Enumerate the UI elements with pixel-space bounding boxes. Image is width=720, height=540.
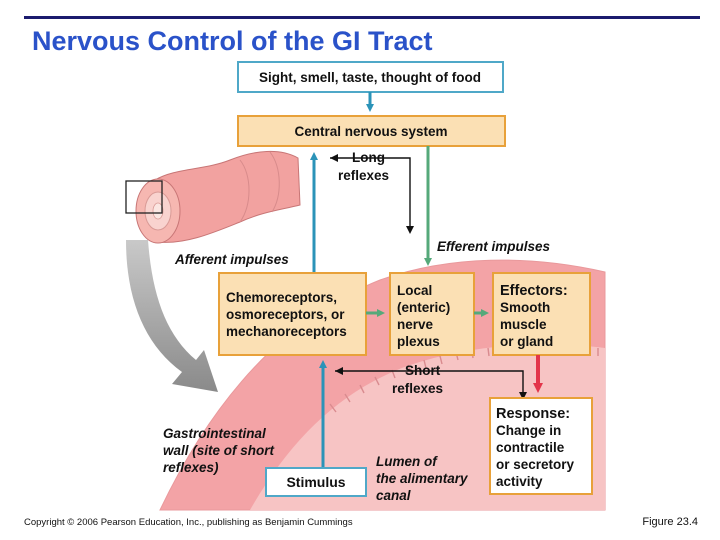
stimulus-text: Stimulus	[286, 474, 345, 490]
short-reflexes-label: Short reflexes	[392, 363, 444, 396]
stimulus-box	[265, 467, 367, 497]
local-plexus-text: Local (enteric) nerve plexus	[397, 283, 454, 349]
intestine-illustration	[135, 150, 301, 244]
cns-text: Central nervous system	[294, 124, 447, 139]
receptors-box	[218, 272, 367, 356]
gi-wall-label: Gastrointestinal wall (site of short ref…	[163, 426, 278, 475]
title-rule	[24, 16, 700, 19]
figure-number: Figure 23.4	[642, 516, 698, 528]
page-title: Nervous Control of the GI Tract	[32, 26, 433, 56]
afferent-label: Afferent impulses	[174, 252, 289, 267]
local-plexus-box	[389, 272, 475, 356]
stimuli-text: Sight, smell, taste, thought of food	[259, 70, 481, 85]
long-reflex-arrowhead	[330, 154, 338, 162]
cns-box	[237, 115, 506, 147]
response-box	[489, 397, 593, 495]
efferent-label: Efferent impulses	[437, 239, 551, 254]
short-reflex-arrowhead	[335, 367, 343, 375]
short-reflex-loop	[335, 370, 527, 400]
magnify-box	[125, 180, 163, 214]
long-reflexes-label: Long reflexes	[338, 150, 389, 183]
copyright-notice: Copyright © 2006 Pearson Education, Inc.…	[24, 517, 353, 528]
magnify-arrow	[126, 240, 218, 392]
receptors-text: Chemoreceptors, osmoreceptors, or mechan…	[226, 290, 348, 339]
effectors-text: Effectors: Smooth muscle or gland	[500, 283, 571, 349]
lumen-label: Lumen of the alimentary canal	[376, 454, 471, 503]
response-text: Response: Change in contractile or secre…	[496, 406, 578, 489]
long-reflex-loop	[330, 157, 414, 234]
effectors-box	[492, 272, 591, 356]
